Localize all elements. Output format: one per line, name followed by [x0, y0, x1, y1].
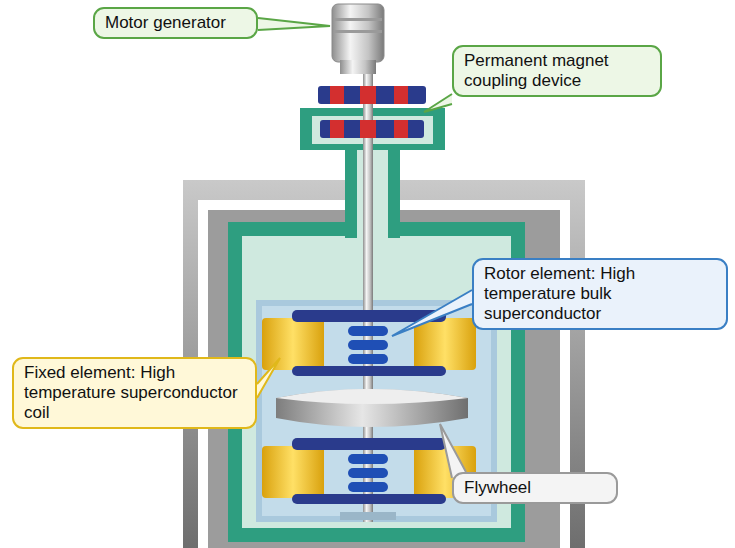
callout-box: Permanent magnet coupling device — [452, 45, 662, 97]
disc-body — [276, 389, 468, 427]
plate — [292, 366, 446, 376]
magnet-ring — [318, 86, 426, 104]
callout-label: Rotor element: High temperature bulk sup… — [484, 264, 716, 324]
flywheel-disc — [276, 389, 468, 427]
disc-top — [276, 389, 468, 404]
callout-label: Flywheel — [464, 478, 606, 498]
magnet-pole — [330, 120, 344, 138]
callout-pointers — [257, 18, 472, 478]
pointer — [424, 94, 452, 112]
bulk-ring — [348, 326, 388, 336]
callout-box: Rotor element: High temperature bulk sup… — [472, 258, 728, 330]
coil — [414, 318, 476, 370]
bulk-ring — [348, 454, 388, 464]
pointer — [392, 290, 472, 336]
magnet-pole — [394, 86, 408, 104]
lower-bearing — [262, 438, 476, 520]
coupling-magnets — [318, 86, 426, 138]
magnet-pole — [360, 120, 376, 138]
magnet-pole — [360, 86, 376, 104]
motor-rib — [334, 18, 382, 21]
callout-label: Permanent magnet coupling device — [464, 51, 650, 91]
motor — [332, 4, 384, 74]
bulk-ring — [348, 340, 388, 350]
bulk-ring — [348, 468, 388, 478]
bottom-bearing — [340, 512, 396, 520]
plate — [292, 494, 446, 504]
magnet-ring — [320, 120, 424, 138]
pointer — [257, 358, 280, 398]
upper-bearing — [262, 310, 476, 376]
plate — [292, 438, 446, 450]
magnet-pole — [394, 120, 408, 138]
coil — [262, 318, 324, 370]
motor-flange — [340, 60, 376, 74]
callout-box: Flywheel — [452, 472, 618, 504]
motor-body — [332, 4, 384, 62]
magnet-pole — [330, 86, 344, 104]
callout-label: Motor generator — [105, 13, 246, 33]
pointer — [440, 424, 466, 478]
bulk-ring — [348, 354, 388, 364]
motor-rib — [334, 30, 382, 33]
callout-label: Fixed element: High temperature supercon… — [24, 363, 245, 423]
callout-box: Motor generator — [93, 7, 258, 39]
bulk-ring — [348, 482, 388, 492]
callout-box: Fixed element: High temperature supercon… — [12, 357, 257, 429]
coil — [262, 446, 324, 498]
pointer — [258, 18, 330, 30]
